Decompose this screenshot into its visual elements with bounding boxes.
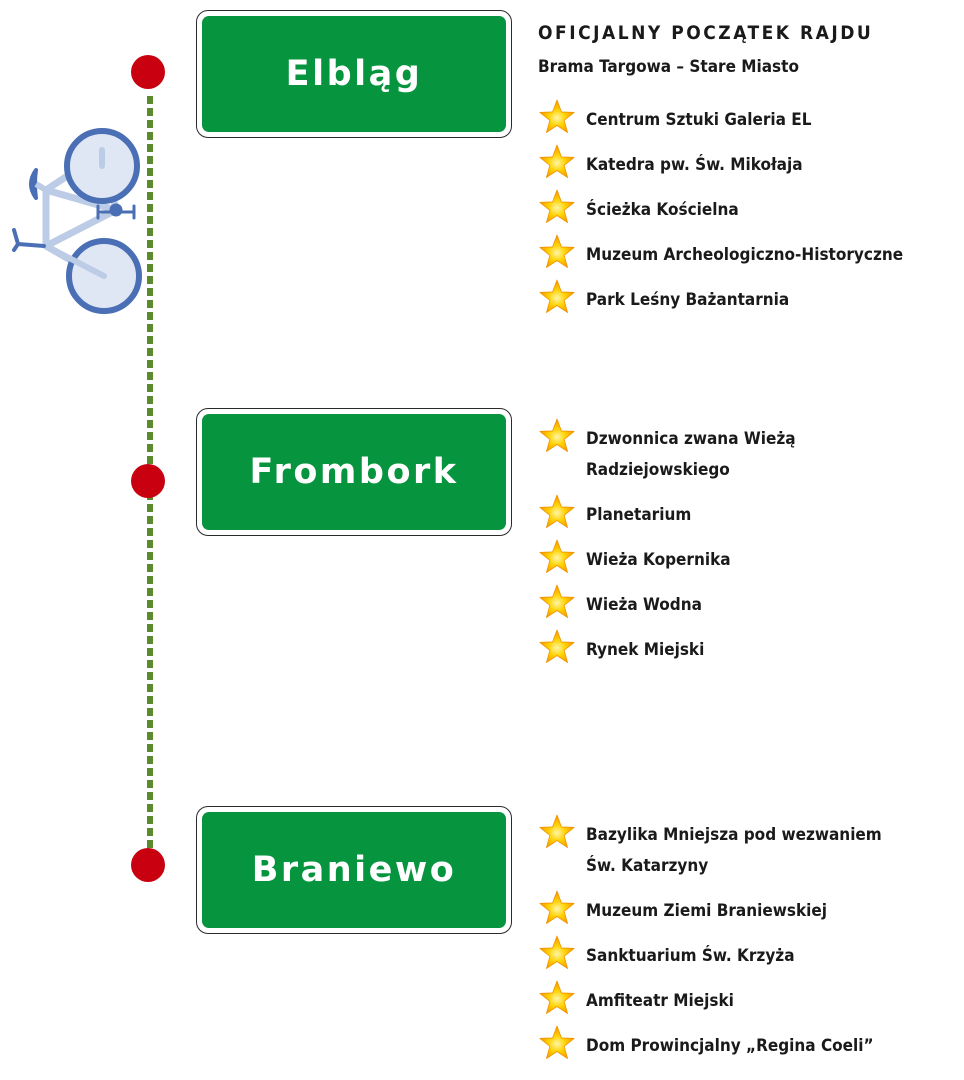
star-icon bbox=[539, 890, 575, 924]
attraction-label: Park Leśny Bażantarnia bbox=[586, 290, 790, 310]
bike-frame-over bbox=[43, 147, 107, 279]
town-sign-frombork: Frombork bbox=[196, 408, 512, 536]
start-subheading: Brama Targowa – Stare Miasto bbox=[538, 57, 799, 77]
attraction-item: Centrum Sztuki Galeria EL bbox=[538, 99, 962, 133]
attraction-item: Amfiteatr Miejski bbox=[538, 980, 962, 1014]
star-icon bbox=[539, 144, 575, 178]
star-icon bbox=[539, 189, 575, 223]
attraction-item: Muzeum Archeologiczno-Historyczne bbox=[538, 234, 962, 268]
attraction-item: Muzeum Ziemi Braniewskiej bbox=[538, 890, 962, 924]
attraction-label: Amfiteatr Miejski bbox=[586, 991, 734, 1011]
star-icon bbox=[539, 279, 575, 313]
star-icon bbox=[539, 935, 575, 969]
town-name: Frombork bbox=[249, 452, 459, 492]
star-icon bbox=[539, 980, 575, 1014]
attraction-label: Wieża Kopernika bbox=[586, 550, 731, 570]
attraction-label: Centrum Sztuki Galeria EL bbox=[586, 110, 812, 130]
town-sign-elblag: Elbląg bbox=[196, 10, 512, 138]
attraction-label: Dzwonnica zwana Wieżą bbox=[586, 429, 796, 449]
star-icon bbox=[539, 584, 575, 618]
star-icon bbox=[539, 99, 575, 133]
attraction-label: Bazylika Mniejsza pod wezwaniem bbox=[586, 825, 882, 845]
attraction-label: Sanktuarium Św. Krzyża bbox=[586, 946, 795, 966]
town-name: Braniewo bbox=[251, 850, 457, 890]
attraction-label-line2: Św. Katarzyny bbox=[586, 856, 709, 876]
stop-details-elblag: OFICJALNY POCZĄTEK RAJDU Brama Targowa –… bbox=[538, 21, 962, 334]
star-icon bbox=[539, 629, 575, 663]
attraction-label: Dom Prowincjalny „Regina Coeli” bbox=[586, 1036, 874, 1056]
attraction-item: Wieża Wodna bbox=[538, 584, 962, 618]
attraction-label: Planetarium bbox=[586, 505, 692, 525]
bike-seatpost bbox=[34, 181, 48, 193]
attraction-label-line2: Radziejowskiego bbox=[586, 460, 730, 480]
attraction-label: Muzeum Ziemi Braniewskiej bbox=[586, 901, 828, 921]
sign-face: Elbląg bbox=[202, 16, 506, 132]
bike-seat bbox=[29, 168, 38, 200]
star-icon bbox=[539, 539, 575, 573]
attraction-label: Ścieżka Kościelna bbox=[586, 200, 739, 220]
star-icon bbox=[539, 234, 575, 268]
attraction-item: Dom Prowincjalny „Regina Coeli” bbox=[538, 1025, 962, 1059]
attraction-item: Park Leśny Bażantarnia bbox=[538, 279, 962, 313]
bike-handlebar bbox=[12, 228, 46, 252]
star-icon bbox=[539, 814, 575, 848]
star-icon bbox=[539, 494, 575, 528]
attraction-list: Centrum Sztuki Galeria EL Katedra pw. Św… bbox=[538, 99, 962, 313]
attraction-item: Katedra pw. Św. Mikołaja bbox=[538, 144, 962, 178]
attraction-item: Planetarium bbox=[538, 494, 962, 528]
bicycle-icon bbox=[12, 128, 142, 314]
attraction-item: Rynek Miejski bbox=[538, 629, 962, 663]
attraction-label: Rynek Miejski bbox=[586, 640, 705, 660]
stop-marker-frombork bbox=[131, 464, 165, 498]
attraction-item: Ścieżka Kościelna bbox=[538, 189, 962, 223]
town-name: Elbląg bbox=[285, 54, 423, 94]
sign-face: Braniewo bbox=[202, 812, 506, 928]
start-heading: OFICJALNY POCZĄTEK RAJDU bbox=[538, 22, 874, 44]
attraction-label: Katedra pw. Św. Mikołaja bbox=[586, 155, 803, 175]
attraction-label: Muzeum Archeologiczno-Historyczne bbox=[586, 245, 904, 265]
attraction-label: Wieża Wodna bbox=[586, 595, 702, 615]
attraction-item: Sanktuarium Św. Krzyża bbox=[538, 935, 962, 969]
attraction-item: Wieża Kopernika bbox=[538, 539, 962, 573]
star-icon bbox=[539, 418, 575, 452]
bike-pedals bbox=[96, 203, 136, 220]
sign-face: Frombork bbox=[202, 414, 506, 530]
stop-marker-elblag bbox=[131, 55, 165, 89]
star-icon bbox=[539, 1025, 575, 1059]
town-sign-braniewo: Braniewo bbox=[196, 806, 512, 934]
stop-marker-braniewo bbox=[131, 848, 165, 882]
